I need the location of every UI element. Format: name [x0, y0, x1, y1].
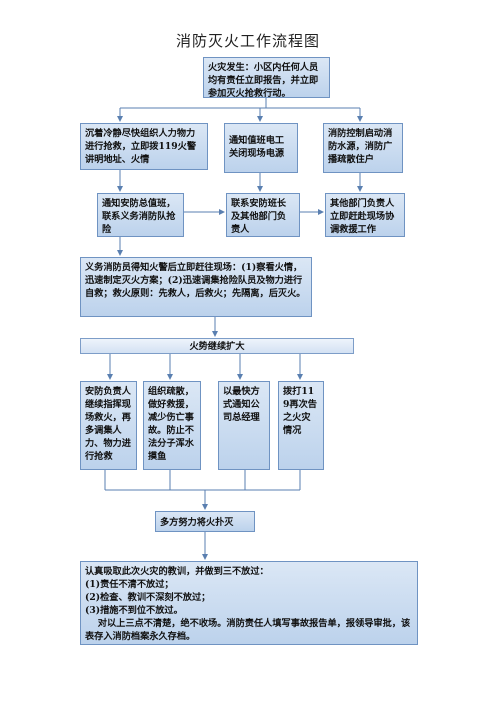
- node-fire-start: 火灾发生：小区内任何人员均有责任立即报告，并立即参加灭火抢救行动。: [203, 57, 330, 98]
- node-fire-spread: 火势继续扩大: [80, 338, 354, 354]
- page-title: 消防灭火工作流程图: [175, 32, 320, 50]
- node-summary: 认真吸取此次火灾的教训，并做到三不放过： (1)责任不清不放过； (2)检查、教…: [80, 561, 418, 645]
- node-coordinate-rescue: 其他部门负责人立即赶赴现场协调救援工作: [325, 193, 405, 237]
- node-contact-leaders: 联系安防班长及其他部门负责人: [226, 193, 300, 237]
- node-cut-power: 通知值班电工关闭现场电源: [224, 123, 298, 173]
- node-fire-control: 消防控制启动消防水源，消防广播疏散住户: [323, 123, 403, 173]
- node-notify-security: 通知安防总值班，联系义务消防队抢险: [97, 193, 184, 237]
- node-notify-manager: 以最快方式通知公司总经理: [218, 381, 270, 470]
- node-evacuate: 组织疏散，做好救援，减少伤亡事故。防止不法分子浑水摸鱼: [143, 381, 201, 470]
- node-volunteer-team: 义务消防员得知火警后立即赶往现场：(1)察看火情，迅速制定灭火方案；(2)迅速调…: [80, 257, 312, 317]
- node-extinguish: 多方努力将火扑灭: [155, 511, 255, 532]
- node-organize-rescue: 沉着冷静尽快组织人力物力进行抢救，立即拨119火警讲明地址、火情: [80, 123, 208, 170]
- node-call-119-again: 拨打119再次告之火灾情况: [278, 381, 324, 470]
- node-continue-command: 安防负责人继续指挥现场救火，再多调集人力、物力进行抢救: [80, 381, 137, 470]
